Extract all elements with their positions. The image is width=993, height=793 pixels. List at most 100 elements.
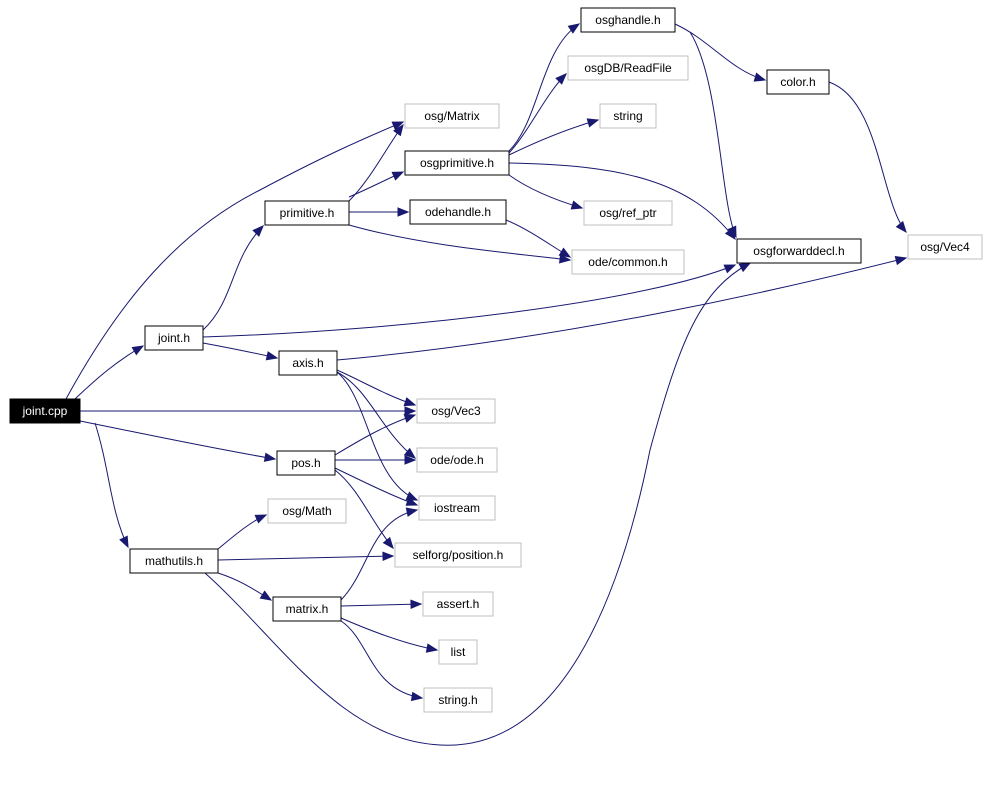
edge-primitive-h-to-osg-matrix: [348, 123, 404, 202]
node-label: color.h: [780, 75, 815, 89]
node-label: ode/common.h: [588, 255, 667, 269]
node-label: primitive.h: [280, 206, 335, 220]
node-label: osg/Math: [282, 504, 331, 518]
arrowhead-icon: [894, 255, 908, 266]
edge-line: [508, 23, 580, 152]
arrowhead-icon: [397, 207, 410, 217]
edge-line: [204, 262, 751, 746]
node-label: iostream: [434, 501, 480, 515]
node-label: osg/ref_ptr: [599, 206, 656, 220]
node-label: string: [613, 109, 642, 123]
node-label: odehandle.h: [425, 205, 491, 219]
edge-joint-cpp-to-joint-h: [74, 345, 145, 400]
edge-axis-h-to-ode-ode-h: [336, 371, 417, 459]
arrowhead-icon: [723, 264, 737, 274]
edge-line: [336, 257, 907, 361]
node-osghandle-h[interactable]: osghandle.h: [580, 7, 676, 33]
arrowhead-icon: [567, 23, 581, 34]
edge-line: [348, 124, 404, 202]
edge-line: [334, 414, 416, 456]
edge-line: [336, 371, 416, 459]
node-axis-h[interactable]: axis.h: [278, 350, 338, 376]
edge-line: [336, 369, 416, 406]
nodes: joint.cpp joint.h primitive.h osgprimiti…: [9, 7, 983, 713]
node-label: osg/Vec3: [431, 404, 481, 418]
arrowhead-icon: [404, 406, 417, 416]
edge-osghandle-h-to-osgforwarddecl-h: [689, 31, 737, 239]
node-ode-ode-h: ode/ode.h: [416, 447, 498, 473]
edge-line: [202, 225, 264, 331]
arrowhead-icon: [738, 262, 752, 273]
node-label: osgforwarddecl.h: [753, 244, 844, 258]
arrowhead-icon: [131, 345, 145, 356]
edge-line: [505, 219, 571, 258]
edge-matrix-h-to-iostream: [340, 507, 419, 601]
edge-line: [508, 174, 583, 209]
arrowhead-icon: [393, 123, 404, 137]
arrowhead-icon: [404, 455, 417, 465]
edge-mathutils-h-to-matrix-h: [217, 572, 273, 601]
node-primitive-h[interactable]: primitive.h: [264, 200, 350, 226]
node-label: assert.h: [437, 597, 480, 611]
node-pos-h[interactable]: pos.h: [276, 450, 336, 476]
node-label: pos.h: [291, 456, 320, 470]
edge-line: [334, 467, 418, 506]
arrowhead-icon: [410, 599, 423, 609]
node-joint-cpp[interactable]: joint.cpp: [9, 398, 81, 424]
edge-line: [340, 509, 418, 601]
arrowhead-icon: [391, 171, 405, 181]
node-osg-matrix: osg/Matrix: [404, 103, 500, 129]
edge-line: [202, 342, 278, 359]
edge-mathutils-h-to-osg-math: [217, 514, 268, 550]
node-osg-vec4: osg/Vec4: [907, 234, 983, 260]
arrowhead-icon: [254, 514, 268, 524]
arrowhead-icon: [895, 220, 907, 234]
arrowhead-icon: [410, 691, 424, 702]
arrowhead-icon: [382, 536, 394, 550]
node-ode-common-h: ode/common.h: [571, 249, 685, 275]
node-label: mathutils.h: [145, 554, 203, 568]
arrowhead-icon: [252, 225, 264, 237]
node-joint-h[interactable]: joint.h: [144, 325, 204, 351]
node-matrix-h[interactable]: matrix.h: [272, 596, 342, 622]
edges: [65, 23, 908, 746]
edge-mathutils-h-to-osgforwarddecl-h: [204, 262, 752, 746]
arrowhead-icon: [403, 447, 417, 459]
arrowhead-icon: [727, 225, 737, 239]
edge-line: [348, 224, 571, 261]
arrowhead-icon: [559, 254, 572, 264]
edge-primitive-h-to-osgprimitive-h: [348, 171, 405, 198]
edge-joint-h-to-primitive-h: [202, 225, 264, 331]
arrowhead-icon: [753, 72, 767, 82]
node-label: osgprimitive.h: [420, 156, 494, 170]
node-mathutils-h[interactable]: mathutils.h: [129, 548, 219, 574]
arrowhead-icon: [391, 121, 405, 131]
node-label: list: [451, 645, 466, 659]
node-color-h[interactable]: color.h: [766, 69, 830, 95]
edge-pos-h-to-osg-vec3: [334, 413, 417, 456]
node-label: osghandle.h: [595, 13, 660, 27]
edge-joint-h-to-axis-h: [202, 342, 279, 361]
edge-line: [94, 422, 129, 548]
edge-line: [508, 119, 599, 156]
arrowhead-icon: [570, 200, 584, 210]
node-string-h: string.h: [423, 687, 493, 713]
edge-line: [202, 264, 736, 338]
arrowhead-icon: [403, 397, 417, 407]
node-label: ode/ode.h: [430, 453, 483, 467]
node-iostream: iostream: [418, 495, 496, 521]
edge-osgprimitive-h-to-string: [508, 118, 600, 156]
edge-line: [79, 420, 276, 460]
edge-primitive-h-to-ode-common-h: [348, 224, 572, 264]
edge-joint-h-to-osgforwarddecl-h: [202, 264, 737, 338]
edge-joint-cpp-to-mathutils-h: [94, 422, 129, 549]
node-label: joint.h: [157, 331, 190, 345]
node-osgforwarddecl-h[interactable]: osgforwarddecl.h: [736, 238, 862, 264]
node-odehandle-h[interactable]: odehandle.h: [409, 199, 507, 225]
edge-odehandle-h-to-ode-common-h: [505, 219, 572, 258]
edge-matrix-h-to-string-h: [340, 620, 424, 702]
edge-line: [340, 620, 423, 699]
node-osgdb-readfile: osgDB/ReadFile: [567, 55, 689, 81]
node-osgprimitive-h[interactable]: osgprimitive.h: [404, 150, 510, 176]
